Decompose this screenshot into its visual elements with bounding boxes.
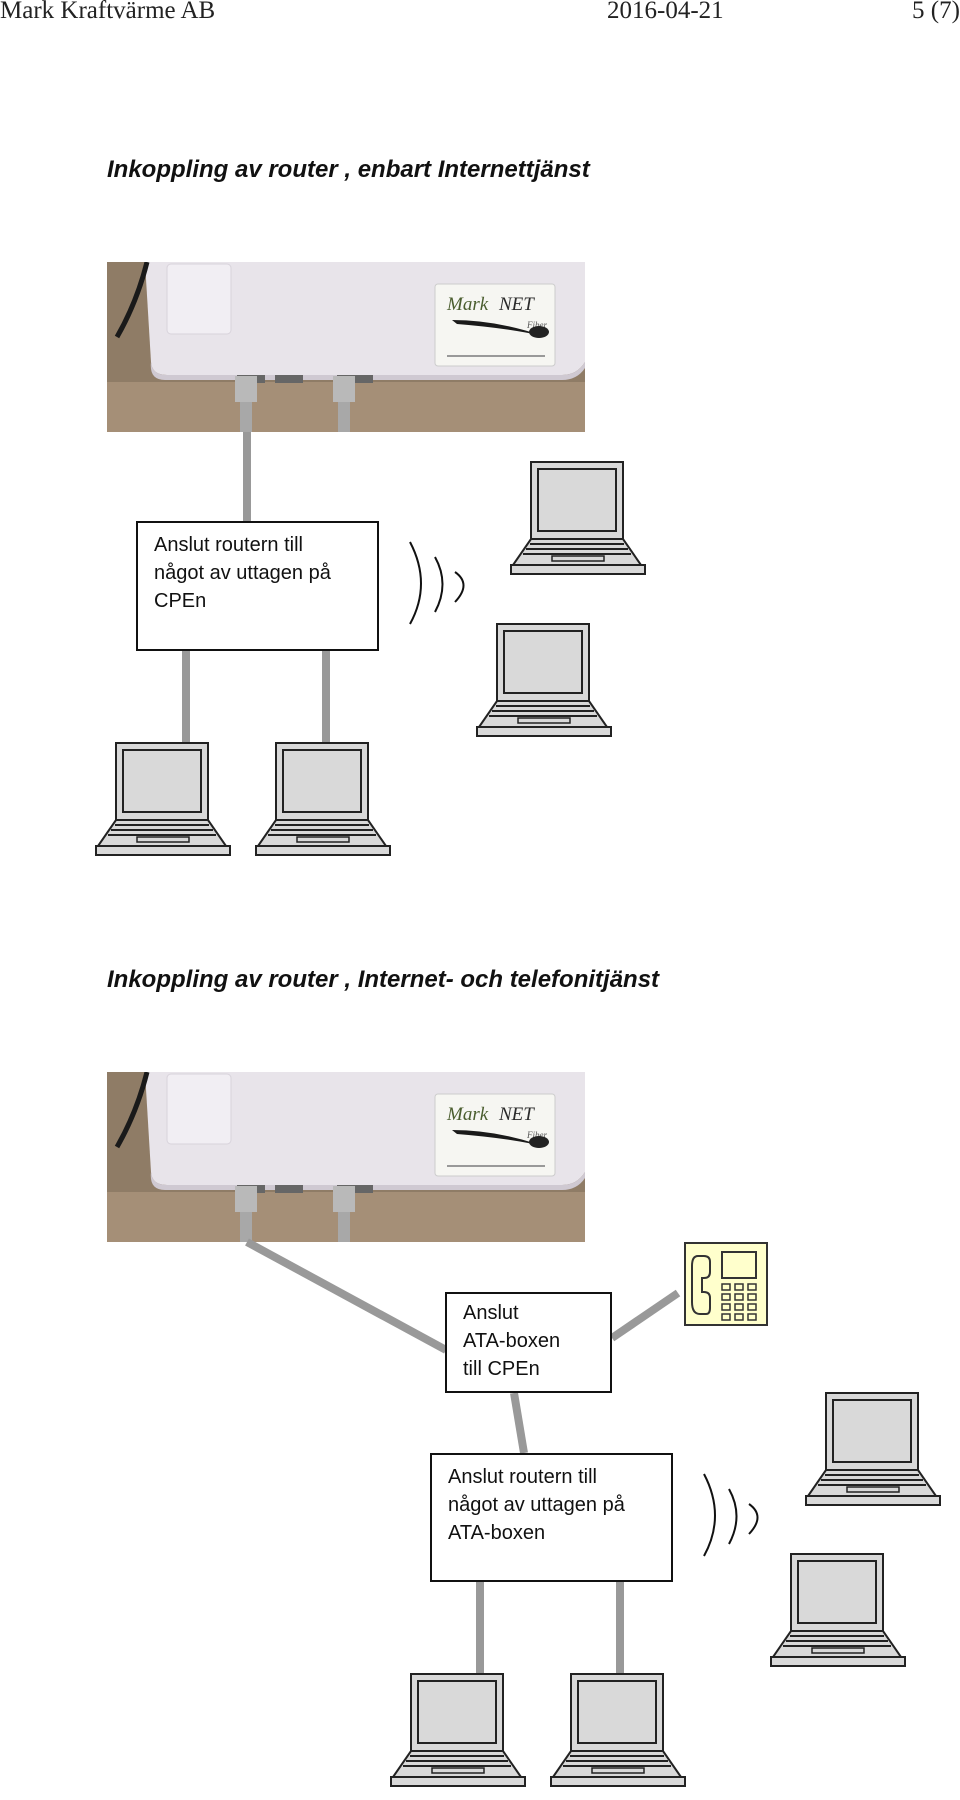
ata-box-line-1: Anslut [463, 1302, 519, 1324]
cpe-device-illustration-2: Mark NET Fiber [107, 1072, 585, 1242]
laptop-icon [550, 1673, 686, 1787]
cable-cpe-to-ata [245, 1238, 448, 1354]
device-product-text: NET [498, 294, 535, 315]
box-line-1: Anslut routern till [154, 534, 303, 556]
device-sub-text-2: Fiber [526, 1130, 547, 1140]
device-brand-text: Mark [446, 294, 489, 315]
cpe-device-illustration: Mark NET Fiber [107, 262, 585, 432]
device-sub-text: Fiber [526, 320, 547, 330]
header-company: Mark Kraftvärme AB [0, 0, 216, 24]
phone-icon [684, 1242, 768, 1331]
laptop-icon [805, 1392, 941, 1506]
wifi-waves-icon [409, 541, 465, 625]
router-box-line-1: Anslut routern till [448, 1466, 597, 1488]
header-page-number: 5 (7) [912, 0, 960, 24]
laptop-icon [510, 461, 646, 575]
router-box-line-3: ATA-boxen [448, 1522, 546, 1544]
cpe-photo-2: Mark NET Fiber [107, 1072, 585, 1242]
connect-router-to-cpe-box: Anslut routern till något av uttagen på … [136, 521, 379, 651]
laptop-icon [390, 1673, 526, 1787]
cable-ata-to-router [510, 1392, 528, 1454]
ata-box-line-3: till CPEn [463, 1358, 540, 1380]
laptop-icon [476, 623, 612, 737]
router-box-line-2: något av uttagen på [448, 1494, 625, 1516]
connect-router-to-ata-box: Anslut routern till något av uttagen på … [430, 1453, 673, 1582]
device-brand-text-2: Mark [446, 1104, 489, 1125]
connect-ata-box-to-cpe-box: Anslut ATA-boxen till CPEn [445, 1292, 612, 1393]
wifi-waves-icon-2 [703, 1473, 759, 1557]
section1-heading: Inkoppling av router , enbart Internettj… [107, 156, 590, 183]
header-date: 2016-04-21 [607, 0, 724, 24]
box-line-2: något av uttagen på [154, 562, 331, 584]
cpe-photo-1: Mark NET Fiber [107, 262, 585, 432]
device-product-text-2: NET [498, 1104, 535, 1125]
section2-heading: Inkoppling av router , Internet- och tel… [107, 966, 660, 993]
box-line-3: CPEn [154, 590, 207, 612]
laptop-icon [255, 742, 391, 856]
ata-box-line-2: ATA-boxen [463, 1330, 561, 1352]
laptop-icon [95, 742, 231, 856]
laptop-icon [770, 1553, 906, 1667]
cable-ata-to-phone [609, 1289, 681, 1342]
